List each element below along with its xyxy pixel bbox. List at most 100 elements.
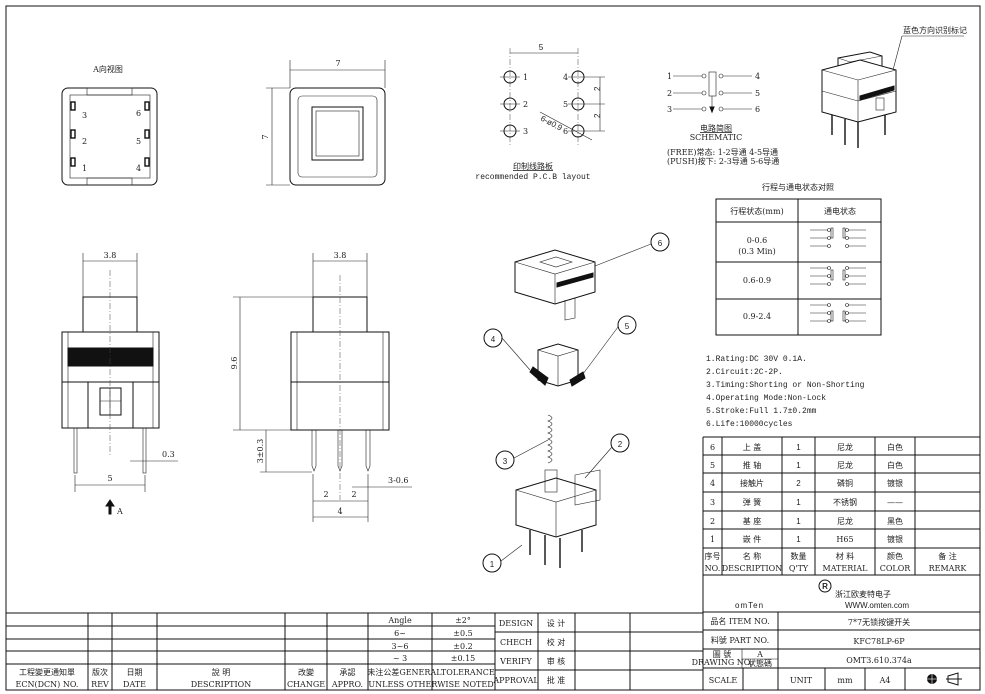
top-view: 7 7 <box>261 59 386 186</box>
approval-role-en: CHECH <box>500 638 532 647</box>
schematic-pin: 5 <box>755 89 760 98</box>
parts-header-cn: 颜色 <box>887 551 903 561</box>
part-name: 接触片 <box>740 478 764 488</box>
part-value: KFC78LP-6P <box>853 637 905 646</box>
tolerance-range: 3~6 <box>392 642 409 651</box>
state-header: 通电状态 <box>824 206 856 216</box>
specifications: 1.Rating:DC 30V 0.1A.2.Circuit:2C-2P.3.T… <box>706 355 865 429</box>
part-material: 尼龙 <box>837 460 853 470</box>
side-view: 3.8 9.6 3±0.3 2 2 4 3-0.6 <box>230 251 412 522</box>
drawing-label-cn: 圖 號 <box>713 649 732 659</box>
dimension-pin-pitch: 5 <box>107 474 112 483</box>
revision-header-en: DESCRIPTION <box>191 680 251 689</box>
tolerance-value: ±2° <box>455 616 471 625</box>
part-label: 料號 PART NO. <box>711 635 769 645</box>
part-no: 2 <box>710 517 715 526</box>
company-website[interactable]: WWW.omten.com <box>845 601 909 610</box>
part-qty: 2 <box>796 479 801 488</box>
drawing-rev-cn: 状態碼 <box>748 658 772 668</box>
part-name: 推 轴 <box>743 460 762 470</box>
pin-label: 3 <box>82 111 87 120</box>
dimension-pitch: 2 <box>323 490 328 499</box>
brand-block: omTen R 浙江欧麦特电子 WWW.omten.com <box>735 579 909 610</box>
part-name: 上 盖 <box>743 442 762 452</box>
parts-header-en: COLOR <box>880 564 912 573</box>
callout-balloon <box>650 232 670 252</box>
isometric-view: 蓝色方向识别标记 <box>821 25 967 148</box>
spec-line: 3.Timing:Shorting or Non-Shorting <box>706 381 865 390</box>
sheet-size: A4 <box>879 676 891 685</box>
part-qty: 1 <box>796 498 801 507</box>
drawing-number: OMT3.610.374a <box>846 656 912 665</box>
callout-number: 6 <box>658 239 663 248</box>
parts-header-cn: 名 称 <box>743 551 762 561</box>
revision-header-en: ECN(DCN) NO. <box>16 680 79 689</box>
part-name: 基 座 <box>743 516 762 526</box>
part-color: —— <box>887 498 903 507</box>
callout-number: 5 <box>625 322 630 331</box>
direction-marker: A <box>116 507 123 516</box>
callout-number: 3 <box>503 457 508 466</box>
unit-value: mm <box>837 676 853 685</box>
brand-logo: omTen <box>735 601 764 610</box>
spec-line: 2.Circuit:2C-2P. <box>706 368 783 377</box>
pcb-pitch-y: 2 <box>593 86 602 91</box>
spec-line: 4.Operating Mode:Non-Lock <box>706 394 826 403</box>
pcb-pin: 4 <box>563 73 568 82</box>
tolerance-value: ±0.5 <box>453 629 472 638</box>
stroke-range: 0.9-2.4 <box>743 312 771 321</box>
callout-number: 1 <box>490 560 495 569</box>
tolerance-range: ~ 3 <box>393 654 407 663</box>
dimension-height: 9.6 <box>230 357 239 370</box>
approval-role-cn: 设 计 <box>547 618 566 628</box>
dimension-pin-length: 3±0.3 <box>256 439 265 464</box>
registered-mark-icon-glyph: R <box>822 582 828 591</box>
tolerance-value: ±0.2 <box>453 642 472 651</box>
callout-balloon <box>610 433 630 453</box>
pin-label: 6 <box>136 109 141 118</box>
part-material: 尼龙 <box>837 516 853 526</box>
part-qty: 1 <box>796 535 801 544</box>
spec-line: 6.Life:10000cycles <box>706 420 793 429</box>
part-qty: 1 <box>796 461 801 470</box>
part-color: 镀银 <box>887 534 903 544</box>
company-name: 浙江欧麦特电子 <box>835 589 891 599</box>
part-color: 白色 <box>887 442 903 452</box>
parts-header-cn: 数量 <box>791 551 807 561</box>
dimension-pitch: 2 <box>351 490 356 499</box>
part-color: 黑色 <box>887 516 903 526</box>
spec-line: 5.Stroke:Full 1.7±0.2mm <box>706 407 817 416</box>
pcb-caption-cn: 印制线路板 <box>513 161 553 171</box>
parts-header-cn: 序号 <box>705 551 721 561</box>
pcb-pitch-y: 2 <box>593 113 602 118</box>
pcb-pin: 5 <box>563 100 568 109</box>
dimension-width: 7 <box>335 59 340 68</box>
dimension-cap-width: 3.8 <box>104 251 117 260</box>
stroke-note: (0.3 Min) <box>738 247 775 256</box>
revision-header-en: REV <box>91 680 109 689</box>
dimension-height: 7 <box>261 134 270 139</box>
item-value: 7*7无锁按键开关 <box>848 617 910 627</box>
orientation-mark-label: 蓝色方向识别标记 <box>903 25 967 35</box>
hole-spec: 6-ø0.9 <box>539 114 564 133</box>
schematic-pin: 4 <box>755 72 760 81</box>
schematic-caption-cn: 电路简图 <box>700 123 732 133</box>
free-state: (FREE)常态: 1-2导通 4-5导通 <box>667 147 778 157</box>
push-state: (PUSH)按下: 2-3导通 5-6导通 <box>667 156 779 166</box>
a-view: A向视图 3 2 1 6 5 4 <box>61 64 158 186</box>
front-view: 3.8 5 0.3 A <box>61 251 178 516</box>
stroke-range: 0-0.6 <box>747 236 768 245</box>
revision-table: Angle±2°6~±0.53~6±0.2~ 3±0.15工程變更通知單ECN(… <box>5 612 703 691</box>
drawing-label-en: DRAWING NO. <box>692 658 753 667</box>
part-no: 6 <box>710 443 715 452</box>
state-table: 行程与通电状态对照 行程状态(mm) 通电状态 0-0.6 (0.3 Min) … <box>715 182 882 336</box>
approval-role-cn: 校 对 <box>547 637 566 647</box>
revision-header-en: APPRO. <box>331 680 363 689</box>
registered-mark-icon <box>818 579 832 593</box>
